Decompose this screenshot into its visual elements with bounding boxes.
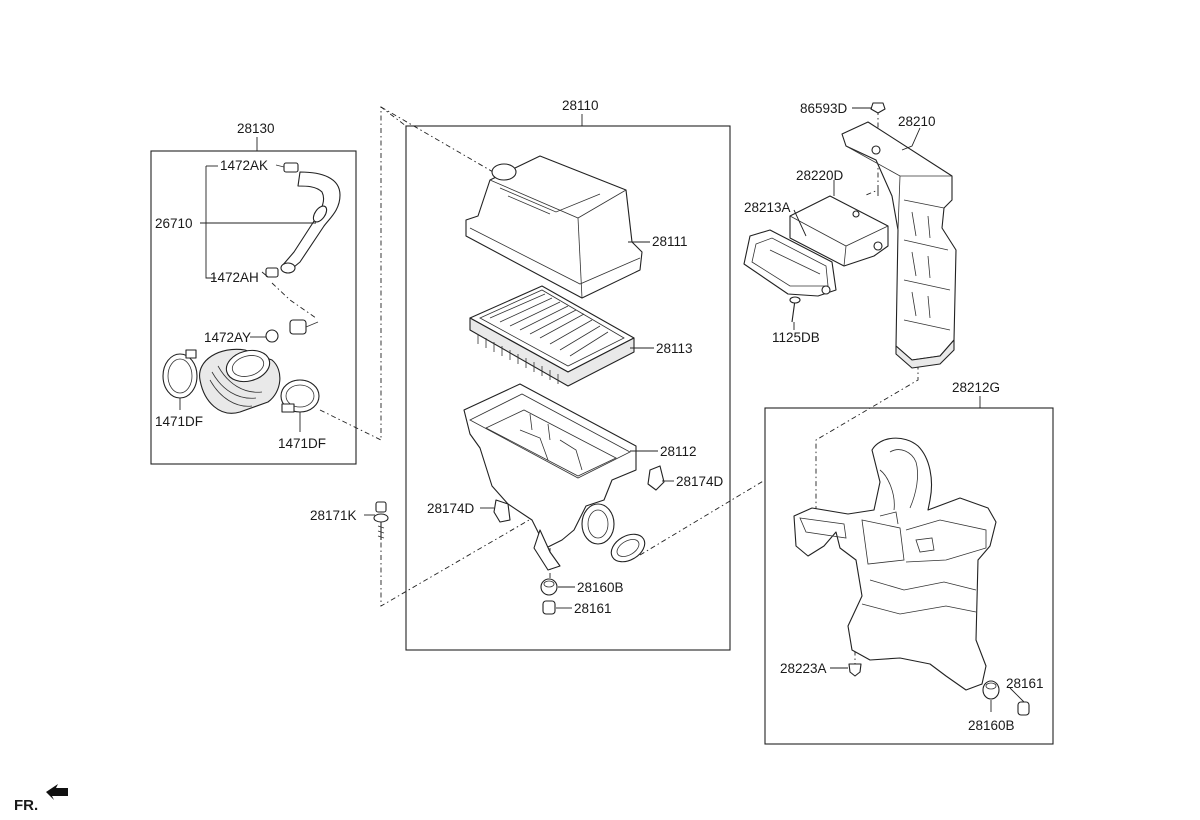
bolt-28171k	[373, 501, 389, 540]
clamp-1472ay	[265, 319, 319, 343]
bolt-86593d	[870, 102, 886, 114]
label-28212g: 28212G	[952, 380, 1000, 395]
box-28212g	[764, 407, 1054, 745]
bolt-28223a	[848, 663, 862, 677]
clamp-1472ak	[275, 162, 299, 173]
screw-1125db	[789, 296, 801, 323]
label-28160b-center: 28160B	[577, 580, 624, 595]
body-28112	[463, 383, 646, 571]
label-28112: 28112	[660, 444, 697, 459]
label-28223a: 28223A	[780, 661, 827, 676]
hose-26710	[280, 171, 341, 274]
label-fr: FR.	[14, 797, 38, 814]
clip-28174d-right	[647, 465, 665, 491]
label-28210: 28210	[898, 114, 936, 129]
clamp-1472ah	[265, 267, 279, 278]
box-28130	[150, 150, 357, 465]
label-1471df-right: 1471DF	[278, 436, 326, 451]
duct-28210	[841, 121, 957, 369]
label-28113: 28113	[656, 341, 693, 356]
label-28130: 28130	[237, 121, 275, 136]
grommet-28160b-center	[540, 578, 558, 596]
label-28161-right: 28161	[1006, 676, 1044, 691]
label-28160b-right: 28160B	[968, 718, 1015, 733]
bracket-28220d	[789, 195, 889, 267]
resonator-28212g	[793, 437, 997, 691]
intake-bellows	[199, 348, 281, 414]
label-28220d: 28220D	[796, 168, 844, 183]
clamp-1471df-left	[162, 349, 198, 399]
front-direction-arrow-icon	[46, 784, 68, 800]
label-1125db: 1125DB	[772, 330, 820, 345]
grommet-28160b-right	[982, 680, 1000, 700]
label-28174d-left: 28174D	[427, 501, 475, 516]
dash-resonator-to-body	[639, 478, 766, 556]
dash-hose-to-clamp	[271, 282, 317, 319]
label-28110: 28110	[562, 98, 599, 113]
label-86593d: 86593D	[800, 101, 848, 116]
box-28110	[405, 125, 731, 651]
filter-element-28113	[469, 285, 635, 387]
clip-28174d-left	[493, 499, 511, 523]
label-26710: 26710	[155, 216, 193, 231]
dash-clamp-to-box	[319, 106, 407, 441]
pin-28161-right	[1017, 701, 1030, 716]
pin-28161-center	[542, 600, 556, 615]
clamp-1471df-right	[280, 379, 320, 413]
label-28161-center: 28161	[574, 601, 612, 616]
label-1472ak: 1472AK	[220, 158, 268, 173]
label-28174d-right: 28174D	[676, 474, 724, 489]
label-1471df-left: 1471DF	[155, 414, 203, 429]
label-28111: 28111	[652, 234, 688, 249]
intake-28213a	[743, 229, 837, 297]
label-28171k: 28171K	[310, 508, 357, 523]
cover-28111	[465, 155, 643, 299]
label-28213a: 28213A	[744, 200, 791, 215]
label-1472ay: 1472AY	[204, 330, 251, 345]
label-1472ah: 1472AH	[210, 270, 259, 285]
dash-bolt-line	[380, 504, 556, 607]
